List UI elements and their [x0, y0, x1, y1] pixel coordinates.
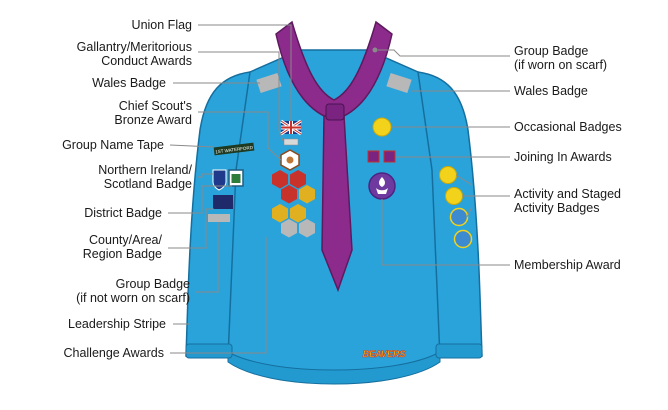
union-flag-badge [280, 119, 302, 136]
label-joining-in: Joining In Awards [514, 150, 612, 164]
wales-badge-left [256, 72, 282, 94]
activity-badge-4 [453, 229, 473, 249]
label-wales-right: Wales Badge [514, 84, 588, 98]
activity-badge-1 [439, 166, 457, 184]
left-sleeve-badges: 1ST WATERFORD [208, 142, 255, 222]
label-occasional: Occasional Badges [514, 120, 622, 134]
scarf [275, 20, 393, 293]
right-cuff [435, 343, 483, 359]
label-leadership: Leadership Stripe [68, 317, 166, 331]
waistband [227, 351, 441, 385]
label-ni-scotland: Northern Ireland/Scotland Badge [98, 163, 192, 191]
scarf-collar [275, 20, 393, 121]
wales-badge-right [386, 72, 412, 94]
left-chest-badges [272, 119, 315, 238]
label-challenge: Challenge Awards [63, 346, 164, 360]
challenge-awards [272, 170, 315, 238]
brand-logo: BEAVERS [362, 349, 406, 360]
woggle [325, 103, 345, 121]
label-group-badge-left: Group Badge(if not worn on scarf) [76, 277, 190, 305]
chief-scout-bronze-badge [280, 149, 300, 171]
label-district: District Badge [84, 206, 162, 220]
left-leader-lines [168, 24, 292, 354]
district-badge-inner [231, 174, 241, 183]
group-name-tape-badge: 1ST WATERFORD [213, 142, 255, 156]
activity-badge-2 [445, 187, 463, 205]
gallantry-ribbon [283, 138, 299, 146]
right-labels: Group Badge(if worn on scarf) Wales Badg… [514, 44, 622, 272]
membership-award-badge [368, 172, 396, 200]
label-union-flag: Union Flag [132, 18, 192, 32]
label-group-badge-right: Group Badge(if worn on scarf) [514, 44, 607, 72]
right-leader-lines [378, 49, 510, 266]
name-tape-text: 1ST WATERFORD [215, 145, 254, 155]
occasional-badge [372, 117, 392, 137]
label-group-name-tape: Group Name Tape [62, 138, 164, 152]
label-county: County/Area/Region Badge [83, 233, 163, 261]
ni-scotland-badge [212, 169, 227, 191]
activity-badge-3 [449, 207, 469, 227]
group-badge-sleeve [208, 214, 230, 222]
svg-text:BEAVERS: BEAVERS [363, 349, 406, 359]
label-wales-left: Wales Badge [92, 76, 166, 90]
joining-in-award-1 [367, 150, 380, 163]
group-badge-scarf [372, 47, 378, 53]
label-membership: Membership Award [514, 258, 621, 272]
left-cuff [185, 343, 233, 359]
county-badge [213, 195, 233, 209]
joining-in-award-2 [383, 150, 396, 163]
right-chest-badges [367, 117, 396, 200]
